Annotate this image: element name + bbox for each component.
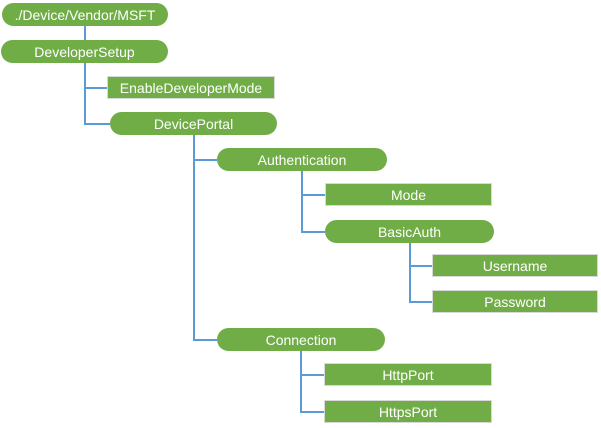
tree-node-enable-developer-mode: EnableDeveloperMode [107,76,275,99]
tree-node-label: DevicePortal [153,115,234,132]
connector-segment [84,87,107,89]
tree-node-label: EnableDeveloperMode [119,79,263,96]
tree-node-label: Authentication [257,151,347,168]
tree-node-label: Username [482,257,548,274]
tree-node-label: Mode [390,186,427,203]
connector-segment [84,26,86,40]
connector-segment [409,265,432,267]
tree-node-label: BasicAuth [377,223,442,240]
connector-segment [301,171,303,233]
tree-node-authentication: Authentication [217,148,387,171]
tree-node-connection: Connection [217,328,385,351]
tree-node-label: Password [484,293,546,310]
tree-node-label: Connection [265,331,337,348]
tree-node-mode: Mode [325,183,492,206]
connector-segment [409,243,411,303]
tree-node-developer-setup: DeveloperSetup [1,40,168,63]
tree-node-label: HttpPort [382,366,434,383]
tree-node-label: ./Device/Vendor/MSFT [14,6,156,23]
connector-segment [193,135,195,341]
tree-node-basic-auth: BasicAuth [325,220,494,243]
tree-node-password: Password [432,290,598,313]
tree-node-device-portal: DevicePortal [110,112,277,135]
connector-segment [193,159,217,161]
tree-node-https-port: HttpsPort [324,400,492,423]
connector-segment [84,63,86,125]
connector-segment [84,123,110,125]
tree-node-username: Username [432,254,598,277]
tree-node-root: ./Device/Vendor/MSFT [2,3,168,26]
connector-segment [300,374,324,376]
connector-segment [300,351,302,413]
tree-node-label: HttpsPort [378,403,438,420]
connector-segment [409,301,432,303]
connector-segment [193,339,217,341]
tree-node-label: DeveloperSetup [34,43,135,60]
connector-segment [301,194,325,196]
connector-segment [301,231,325,233]
connector-segment [300,411,324,413]
tree-node-http-port: HttpPort [324,363,492,386]
